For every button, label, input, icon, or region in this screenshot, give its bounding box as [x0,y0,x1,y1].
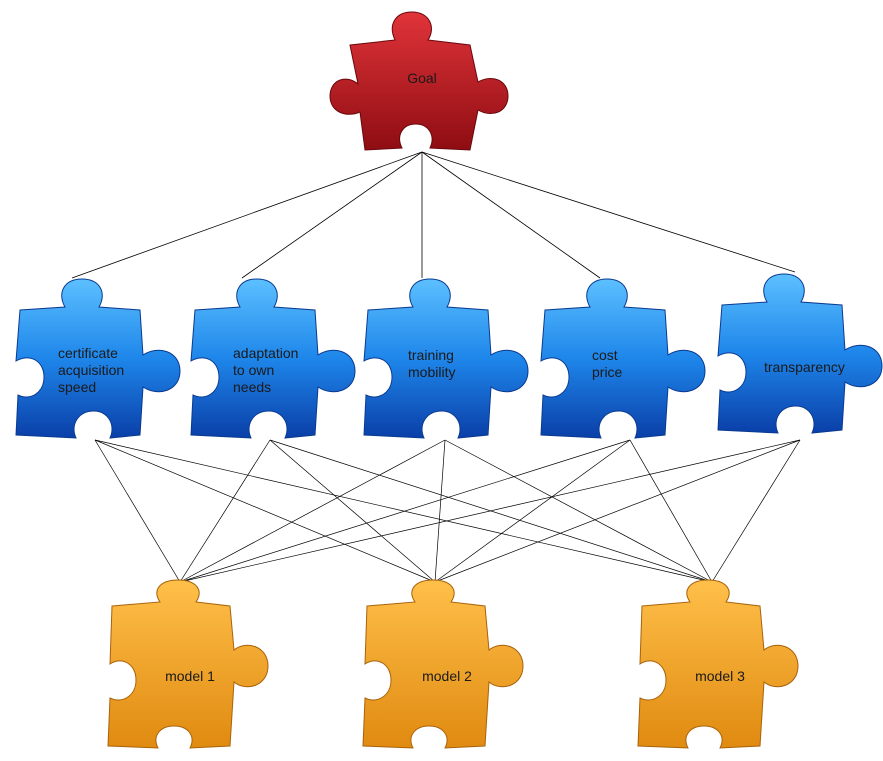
criterion-2-label: adaptation to own needs [233,345,302,395]
connector-c5-m3 [711,439,801,583]
criterion-1-line-3: speed [58,379,96,395]
criterion-5-label: transparency [764,359,845,375]
connector-goal-c1 [71,151,423,279]
connector-c5-m2 [434,439,801,583]
criterion-1-line-2: acquisition [58,362,124,378]
goal-puzzle-icon [329,11,509,151]
model-1: model 1 [107,579,269,749]
criterion-3: training mobility [363,278,529,439]
connector-c4-m2 [434,439,631,583]
model-3-label: model 3 [695,668,745,684]
model-1-puzzle-icon [107,579,269,749]
criterion-2-line-1: adaptation [233,345,298,361]
criterion-4: cost price [540,278,706,439]
criterion-2-line-3: needs [233,379,271,395]
criterion-3-line-1: training [408,347,454,363]
criterion-3-label: training mobility [408,347,458,380]
criterion-5: transparency [717,273,883,434]
connector-c3-m3 [444,439,713,583]
criterion-4-puzzle-icon [540,278,706,439]
criterion-2-line-2: to own [233,362,274,378]
criterion-1-line-1: certificate [58,345,118,361]
goal-piece: Goal [329,11,509,151]
criterion-3-puzzle-icon [363,278,529,439]
connector-c4-m1 [179,439,631,583]
criterion-5-line-1: transparency [764,359,845,375]
criterion-5-puzzle-icon [717,273,883,434]
model-2: model 2 [362,579,524,749]
criterion-2: adaptation to own needs [190,278,356,439]
goal-label: Goal [407,70,437,86]
model-3: model 3 [637,579,799,749]
connector-c1-m3 [94,439,713,583]
criterion-1-label: certificate acquisition speed [58,345,128,395]
criterion-4-line-2: price [592,364,623,380]
criterion-2-puzzle-icon [190,278,356,439]
criterion-4-line-1: cost [592,347,618,363]
connector-goal-c2 [241,151,423,279]
criterion-3-line-2: mobility [408,364,455,380]
goal-connectors [71,151,796,279]
model-2-puzzle-icon [362,579,524,749]
criterion-1: certificate acquisition speed [15,278,181,439]
connector-c5-m1 [179,439,801,583]
model-connectors [94,439,801,583]
connector-c2-m2 [269,439,436,583]
connector-goal-c5 [421,151,796,273]
model-1-label: model 1 [165,668,215,684]
connector-goal-c4 [421,151,601,279]
criterion-1-puzzle-icon [15,278,181,439]
connector-c3-m1 [179,439,446,583]
connector-c1-m2 [94,439,436,583]
connector-c2-m1 [179,439,271,583]
model-3-puzzle-icon [637,579,799,749]
model-2-label: model 2 [422,668,472,684]
connector-c3-m2 [434,439,446,583]
criterion-4-label: cost price [592,347,623,380]
connector-c1-m1 [94,439,181,583]
connector-c4-m3 [629,439,713,583]
